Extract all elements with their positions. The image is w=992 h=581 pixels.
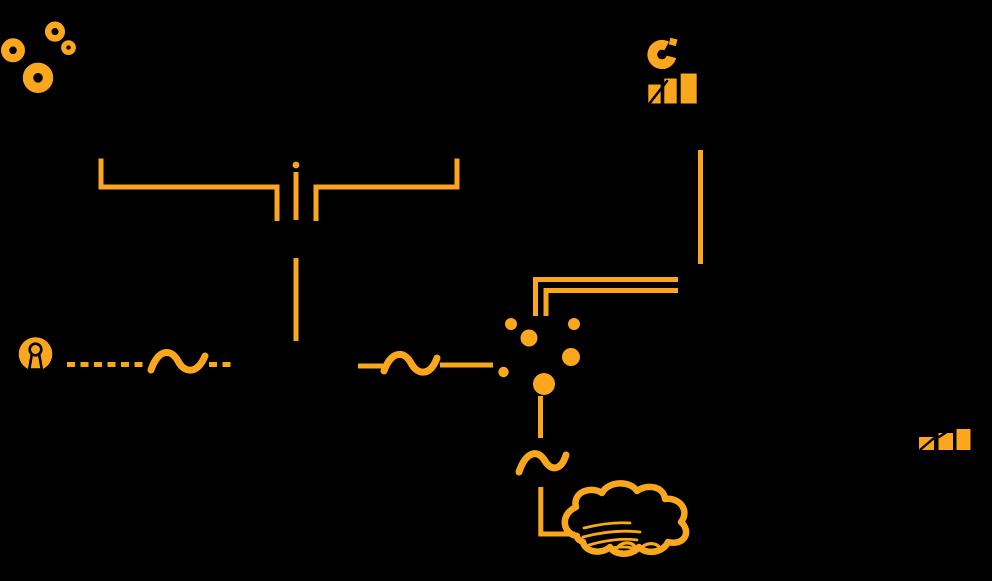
bar-glyph — [680, 73, 697, 104]
dots-cluster-icon — [505, 318, 580, 395]
cluster-dot — [505, 318, 517, 330]
cluster-dot — [533, 373, 555, 395]
badge-circle — [18, 337, 53, 371]
bubble-ring — [0, 38, 26, 63]
wave-connector-horizontal — [358, 351, 509, 378]
wave-glyph — [515, 450, 570, 476]
terminal-dot — [498, 366, 509, 378]
link-elbow — [538, 487, 575, 537]
cloud-curls — [614, 541, 662, 551]
cloud-icon — [561, 480, 690, 557]
bracket-left — [98, 158, 280, 221]
double-line-inner — [543, 288, 678, 316]
donut-chart-glyph — [647, 39, 677, 70]
wave-glyph — [147, 349, 209, 374]
keyhole-badge-icon — [18, 337, 53, 371]
bar-chart-icon-small — [919, 429, 971, 451]
bar-glyph — [956, 429, 971, 450]
double-line-outer — [533, 277, 678, 316]
bubble-ring — [44, 21, 66, 42]
wave-glyph — [380, 351, 441, 376]
double-line-connector — [533, 277, 678, 316]
bar-glyph — [648, 84, 661, 104]
bracket-right — [313, 158, 460, 221]
keyhole-head — [28, 342, 43, 357]
bubbles-icon — [0, 21, 76, 94]
dotted-wave-connector — [67, 349, 236, 374]
bubble-ring — [61, 40, 76, 55]
bar-tick-cut — [919, 437, 935, 451]
keyhole-body — [27, 353, 44, 371]
cloud-connector — [515, 396, 575, 537]
cluster-dot — [562, 348, 580, 366]
donut-slice-nub — [668, 37, 678, 47]
bar-glyph — [938, 433, 953, 450]
cluster-dot — [520, 329, 538, 347]
trend-cut-line — [648, 79, 669, 105]
bracket-center-dot — [292, 161, 300, 169]
pie-and-bars-icon — [647, 37, 697, 105]
bus-bracket — [98, 158, 460, 341]
bar-tick-cut — [937, 431, 948, 439]
bubble-ring — [22, 62, 54, 94]
cluster-dot — [568, 318, 580, 330]
bar-glyph — [664, 78, 677, 104]
cloud-hatching — [581, 521, 642, 553]
